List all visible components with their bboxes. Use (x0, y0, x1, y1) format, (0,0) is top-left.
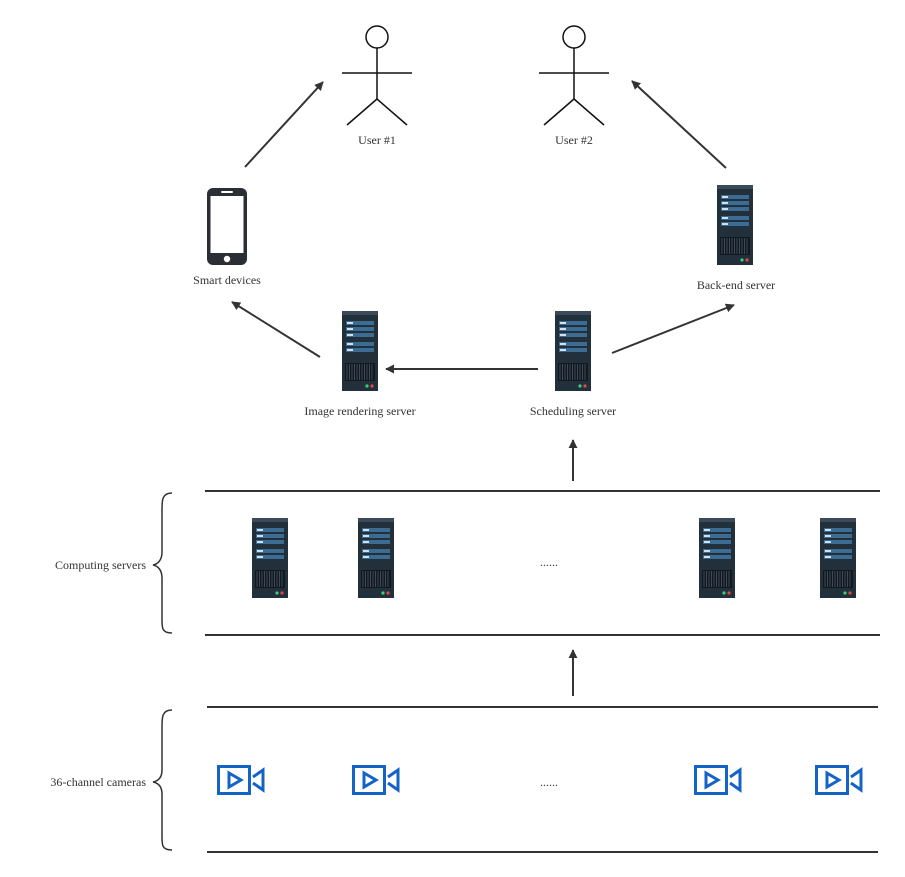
server-icon (341, 310, 379, 392)
arrow-scheduling-to-backend (611, 303, 735, 354)
curly-brace (152, 709, 173, 851)
arrow-backend-to-user-2 (631, 80, 727, 169)
curly-brace (152, 492, 173, 634)
arrow-rendering-to-smart-devices (231, 301, 321, 358)
video-camera-icon (815, 765, 863, 795)
person-icon (538, 25, 610, 126)
image-rendering-server-node: Image rendering server (304, 310, 416, 418)
video-camera-icon (694, 765, 742, 795)
person-icon (341, 25, 413, 126)
flow-arrows (231, 80, 735, 696)
user-1-label: User #1 (358, 133, 396, 147)
server-icon (251, 517, 289, 599)
image-rendering-server-label: Image rendering server (304, 404, 415, 418)
user-2: User #2 (538, 25, 610, 147)
server-icon (819, 517, 857, 599)
smart-devices-node: Smart devices (193, 188, 261, 287)
user-1: User #1 (341, 25, 413, 147)
server-icon (357, 517, 395, 599)
smart-devices-label: Smart devices (193, 273, 261, 287)
backend-server-node: Back-end server (697, 184, 775, 292)
smartphone-icon (207, 188, 247, 265)
arrow-smart-devices-to-user-1 (244, 81, 324, 168)
scheduling-server-label: Scheduling server (530, 404, 616, 418)
user-2-label: User #2 (555, 133, 593, 147)
video-camera-icon (352, 765, 400, 795)
server-icon (554, 310, 592, 392)
scheduling-server-node: Scheduling server (530, 310, 616, 418)
cameras-ellipsis: ...... (540, 775, 558, 789)
cameras-tier: 36-channel cameras ...... (50, 706, 878, 853)
server-icon (698, 517, 736, 599)
cameras-label: 36-channel cameras (50, 775, 146, 789)
computing-ellipsis: ...... (540, 555, 558, 569)
server-icon (716, 184, 754, 266)
backend-server-label: Back-end server (697, 278, 775, 292)
video-camera-icon (217, 765, 265, 795)
computing-servers-label: Computing servers (55, 558, 146, 572)
computing-servers-tier: Computing servers ...... (55, 490, 880, 636)
